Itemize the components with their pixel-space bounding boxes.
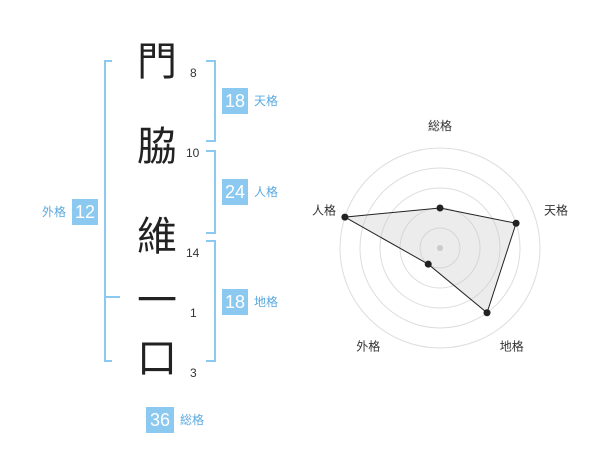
stroke-count-1: 8 [190,66,197,80]
gaikaku-bracket [104,60,112,362]
gaikaku-value: 12 [72,199,98,225]
stroke-count-4: 1 [190,306,197,320]
gaikaku-inner-tick [106,296,120,298]
radar-grid-ring [379,187,501,309]
radar-grid-ring [339,147,541,349]
jinkaku-label: 人格 [254,185,279,199]
chikaku-label: 地格 [254,295,279,309]
radar-axis-label-2: 天格 [544,202,568,217]
stroke-count-2: 10 [186,146,200,160]
soukaku-value: 36 [146,407,174,433]
radar-grid-ring [419,227,461,269]
radar-axis-label-4: 外格 [356,339,380,354]
radar-center-dot [437,245,443,251]
name-char-3: 維 [137,214,177,260]
radar-point-1 [436,204,444,212]
tenkaku-value: 18 [222,88,248,114]
soukaku-label: 総格 [180,413,205,427]
chikaku-value: 18 [222,289,248,315]
stroke-count-5: 3 [190,366,197,380]
jinkaku-bracket [206,150,216,234]
chikaku-bracket [206,240,216,362]
radar-series-polygon [343,207,517,314]
radar-axis-label-3: 地格 [500,339,524,354]
stroke-count-3: 14 [186,246,200,260]
radar-point-5 [341,213,349,221]
radar-point-3 [483,309,491,317]
radar-point-2 [512,219,520,227]
tenkaku-label: 天格 [254,94,279,108]
name-char-4: 一 [137,278,177,324]
radar-grid-ring [359,167,521,329]
name-char-5: 口 [137,336,177,382]
radar-axis-label-5: 人格 [312,202,336,217]
tenkaku-bracket [206,60,216,142]
radar-axis-label-1: 総格 [428,118,452,133]
name-char-2: 脇 [137,124,177,170]
radar-point-4 [424,260,432,268]
name-char-1: 門 [137,39,177,85]
gaikaku-label: 外格 [42,205,67,219]
jinkaku-value: 24 [222,179,248,205]
